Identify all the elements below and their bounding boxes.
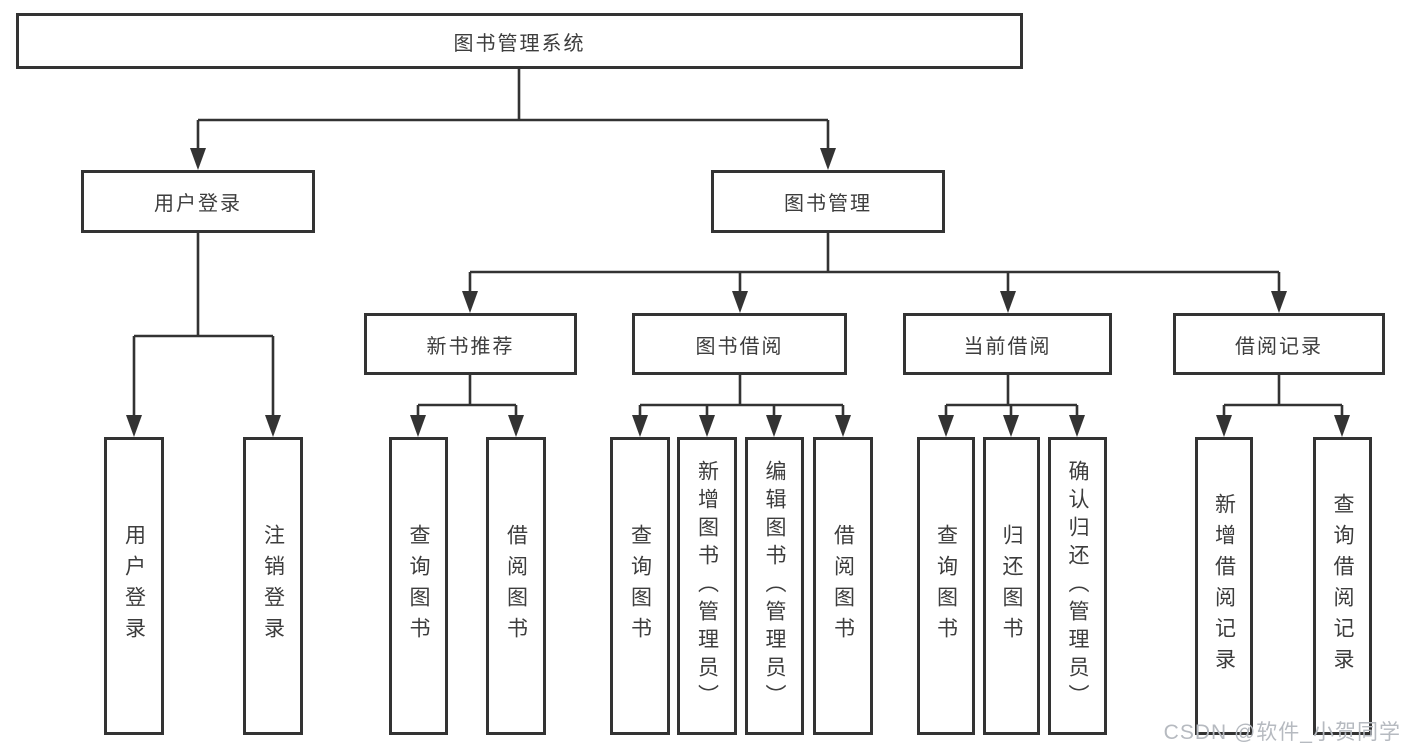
node-leaf-current-query-books: 查询图书 [917,437,975,735]
node-borrowing-records: 借阅记录 [1173,313,1385,375]
node-leaf-current-return-books: 归还图书 [983,437,1040,735]
node-leaf-current-confirm-return: 确认归还（管理员） [1048,437,1107,735]
node-current-borrowing-label: 当前借阅 [963,335,1052,358]
csdn-watermark: CSDN @软件_小贺同学 [1163,721,1401,744]
connector-paths [132,69,1344,416]
node-leaf-borrowing-add-books: 新增图书（管理员） [677,437,737,735]
node-leaf-records-query-record-label: 查询借阅记录 [1331,493,1354,679]
node-leaf-borrowing-borrow-books-label: 借阅图书 [831,524,855,648]
node-leaf-logout: 注销登录 [243,437,303,735]
node-leaf-recommend-query-books-label: 查询图书 [407,524,430,648]
node-root-label: 图书管理系统 [453,32,586,55]
node-leaf-borrowing-edit-books: 编辑图书（管理员） [745,437,804,735]
node-leaf-user-login: 用户登录 [104,437,164,735]
node-leaf-borrowing-query-books: 查询图书 [610,437,670,735]
node-leaf-borrowing-borrow-books: 借阅图书 [813,437,873,735]
node-leaf-borrowing-query-books-label: 查询图书 [628,524,652,648]
node-leaf-current-return-books-label: 归还图书 [1000,524,1023,648]
node-user-login-label: 用户登录 [154,193,242,215]
node-root: 图书管理系统 [16,13,1023,69]
node-new-book-recommend-label: 新书推荐 [426,335,515,358]
node-borrowing-records-label: 借阅记录 [1235,335,1323,358]
node-book-borrowing: 图书借阅 [632,313,847,375]
node-leaf-current-confirm-return-label: 确认归还（管理员） [1066,460,1089,712]
node-leaf-records-add-record: 新增借阅记录 [1195,437,1253,735]
node-leaf-recommend-query-books: 查询图书 [389,437,448,735]
node-new-book-recommend: 新书推荐 [364,313,577,375]
node-book-borrowing-label: 图书借阅 [695,335,784,358]
node-leaf-borrowing-edit-books-label: 编辑图书（管理员） [763,460,786,712]
node-leaf-recommend-borrow-books-label: 借阅图书 [504,524,528,648]
arrowheads [126,148,1350,437]
node-leaf-logout-label: 注销登录 [261,524,285,648]
node-book-management-label: 图书管理 [784,193,872,215]
node-leaf-recommend-borrow-books: 借阅图书 [486,437,546,735]
node-leaf-user-login-label: 用户登录 [122,524,146,648]
node-book-management: 图书管理 [711,170,945,233]
node-leaf-records-query-record: 查询借阅记录 [1313,437,1372,735]
node-current-borrowing: 当前借阅 [903,313,1112,375]
node-leaf-borrowing-add-books-label: 新增图书（管理员） [695,460,719,712]
node-leaf-current-query-books-label: 查询图书 [934,524,958,648]
node-leaf-records-add-record-label: 新增借阅记录 [1212,493,1236,679]
node-user-login: 用户登录 [81,170,315,233]
